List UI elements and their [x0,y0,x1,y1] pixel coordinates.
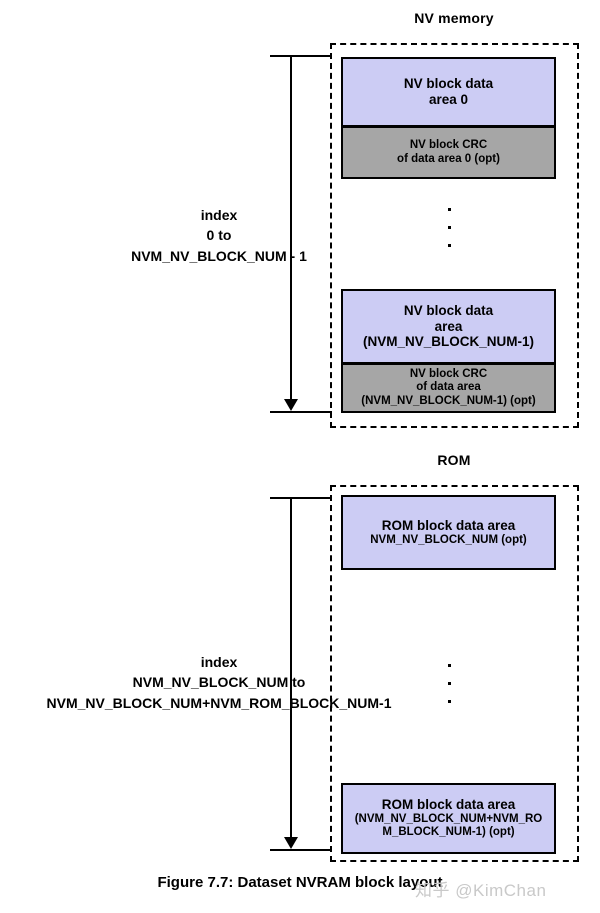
nv-memory-index-label: index 0 to NVM_NV_BLOCK_NUM - 1 [0,205,438,266]
rom-bracket-arrowhead-icon [284,837,298,849]
rom-block-data-area-first: ROM block data area NVM_NV_BLOCK_NUM (op… [341,495,556,570]
rom-section-title: ROM [437,452,471,468]
ellipsis-dot [447,682,451,685]
ellipsis-dot [447,244,451,247]
ellipsis-dot [447,208,451,211]
rom-index-line-2: NVM_NV_BLOCK_NUM to [132,674,306,691]
rom-region-outline [330,485,579,862]
nv-block-n-crc-line-2: of data area [416,381,481,394]
nv-block-crc-area-0: NV block CRC of data area 0 (opt) [341,126,556,179]
nv-bracket-shaft [290,55,292,399]
rom-block-0-line-2: NVM_NV_BLOCK_NUM (opt) [370,533,527,546]
rom-index-line-1: index [200,654,238,670]
rom-block-n-line-1: ROM block data area [381,796,516,812]
nv-block-n-data-line-1: NV block data [403,302,494,318]
nv-block-0-data-line-1: NV block data [403,76,494,92]
nv-block-n-crc-line-1: NV block CRC [409,367,488,380]
nv-block-0-crc-line-1: NV block CRC [409,138,488,151]
nv-index-line-3: NVM_NV_BLOCK_NUM - 1 [131,247,307,264]
nv-memory-section-title: NV memory [414,10,494,26]
ellipsis-dot [447,664,451,667]
rom-vertical-ellipsis-icon [444,664,454,703]
ellipsis-dot [447,700,451,703]
rom-block-n-line-3: M_BLOCK_NUM-1) (opt) [382,826,515,839]
nv-block-n-data-line-3: (NVM_NV_BLOCK_NUM-1) [362,334,534,350]
nv-index-line-2: 0 to [206,227,232,244]
nv-block-0-crc-line-2: of data area 0 (opt) [397,152,500,165]
figure-caption: Figure 7.7: Dataset NVRAM block layout [157,874,443,891]
rom-bracket-top-tick [270,497,332,499]
nv-bracket-arrowhead-icon [284,399,298,411]
nv-index-line-1: index [200,207,238,223]
nv-block-0-data-line-2: area 0 [428,92,469,107]
nv-block-data-area-0: NV block data area 0 [341,57,556,127]
ellipsis-dot [447,226,451,229]
rom-index-label: index NVM_NV_BLOCK_NUM to NVM_NV_BLOCK_N… [0,652,438,713]
nv-block-n-crc-line-3: (NVM_NV_BLOCK_NUM-1) (opt) [361,394,536,407]
rom-block-0-line-1: ROM block data area [381,517,516,533]
rom-bracket-bottom-tick [270,849,332,851]
rom-block-data-area-last: ROM block data area (NVM_NV_BLOCK_NUM+NV… [341,783,556,854]
rom-index-line-3: NVM_NV_BLOCK_NUM+NVM_ROM_BLOCK_NUM-1 [46,694,392,711]
rom-block-n-line-2: (NVM_NV_BLOCK_NUM+NVM_RO [354,812,543,825]
nv-bracket-bottom-tick [270,411,332,413]
nv-block-crc-area-last: NV block CRC of data area (NVM_NV_BLOCK_… [341,363,556,413]
nv-memory-vertical-ellipsis-icon [444,208,454,247]
rom-bracket-shaft [290,497,292,837]
nv-block-data-area-last: NV block data area (NVM_NV_BLOCK_NUM-1) [341,289,556,364]
nv-memory-region-outline [330,43,579,428]
nv-bracket-top-tick [270,55,332,57]
nv-block-n-data-line-2: area [434,318,463,334]
